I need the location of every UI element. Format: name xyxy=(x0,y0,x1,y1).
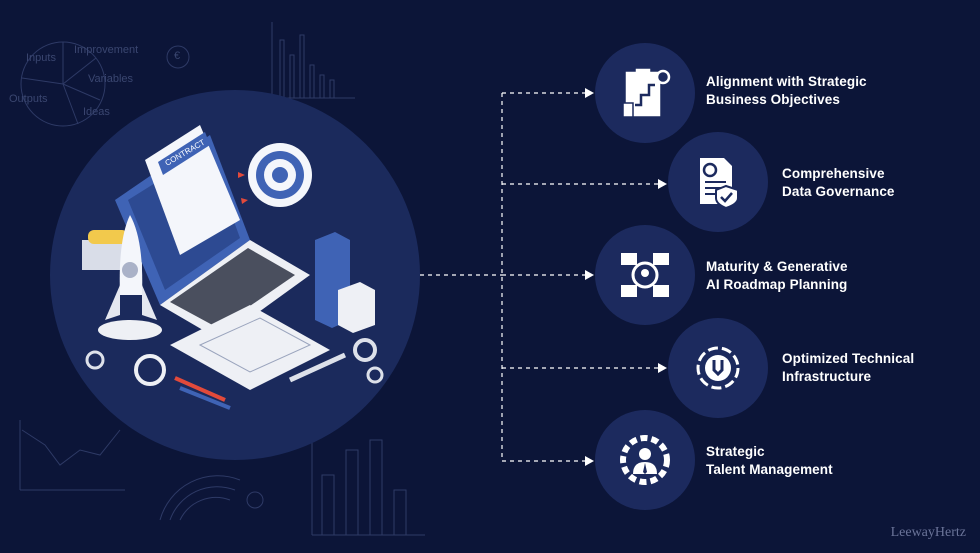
item-label-line2: Infrastructure xyxy=(782,369,872,384)
watermark-logo: LeewayHertz xyxy=(890,525,966,540)
strategy-board-icon xyxy=(622,68,671,118)
item-label: Alignment with Strategic Business Object… xyxy=(706,73,867,109)
item-label: Optimized Technical Infrastructure xyxy=(782,350,914,386)
item-label-line2: AI Roadmap Planning xyxy=(706,277,848,292)
item-label-line1: Comprehensive xyxy=(782,166,885,181)
node-strategic-alignment xyxy=(595,43,695,143)
euro-icon: € xyxy=(174,50,181,62)
laptop-contract-illustration: CONTRACT xyxy=(82,125,384,410)
item-label: Strategic Talent Management xyxy=(706,443,833,479)
arrow-head xyxy=(658,363,667,373)
document-shield-icon xyxy=(700,158,739,210)
item-label-line1: Optimized Technical xyxy=(782,351,915,366)
gear-wrench-icon xyxy=(696,346,740,390)
ai-head-media-icon xyxy=(621,253,669,297)
item-label-line2: Data Governance xyxy=(782,184,895,199)
node-technical-infrastructure xyxy=(668,318,768,418)
arrow-head xyxy=(658,179,667,189)
decor-label-improvement: Improvement xyxy=(74,44,139,56)
arrow-head xyxy=(585,270,594,280)
node-data-governance xyxy=(668,132,768,232)
decor-label-ideas: Ideas xyxy=(83,106,110,118)
item-label-line1: Alignment with Strategic xyxy=(706,74,867,89)
node-talent-management xyxy=(595,410,695,510)
item-label-line1: Strategic xyxy=(706,444,765,459)
item-label-line2: Business Objectives xyxy=(706,92,840,107)
item-label-line2: Talent Management xyxy=(706,462,833,477)
item-label: Maturity & Generative AI Roadmap Plannin… xyxy=(706,258,848,294)
arrow-head xyxy=(585,456,594,466)
item-label: Comprehensive Data Governance xyxy=(782,165,895,201)
node-ai-roadmap xyxy=(595,225,695,325)
arrow-head xyxy=(585,88,594,98)
central-illustration: CONTRACT xyxy=(50,90,420,460)
person-gear-icon xyxy=(620,435,670,485)
decor-label-outputs: Outputs xyxy=(9,93,48,105)
decor-label-variables: Variables xyxy=(88,73,134,85)
item-label-line1: Maturity & Generative xyxy=(706,259,848,274)
decor-label-inputs: Inputs xyxy=(26,52,56,64)
